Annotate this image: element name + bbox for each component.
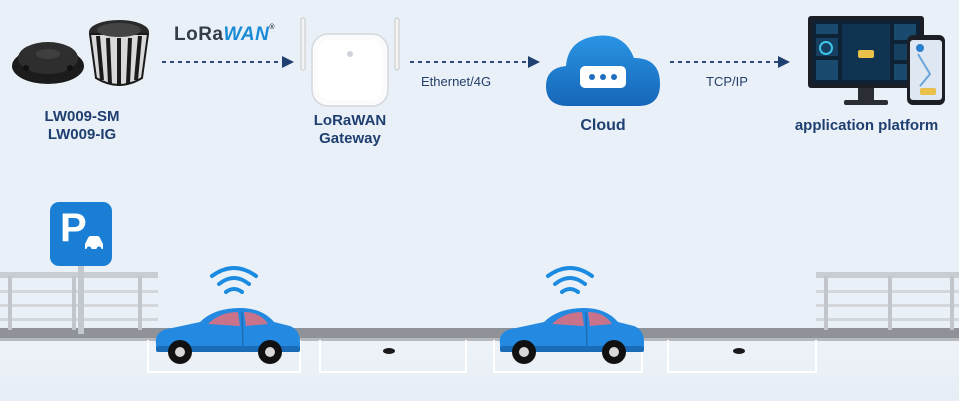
road-stud-icon xyxy=(733,348,745,354)
smartphone-map-icon xyxy=(907,35,945,105)
sensor-model-1: LW009-SM xyxy=(44,108,120,125)
lorawan-logo: LoRaWAN® xyxy=(174,24,275,45)
parking-slots xyxy=(147,340,817,373)
gateway-label: LoRaWAN Gateway xyxy=(290,112,410,148)
cloud-server-icon xyxy=(546,35,660,106)
app-platform-label: application platform xyxy=(794,117,939,134)
road-edge xyxy=(0,328,959,341)
link-ethernet-4g: Ethernet/4G xyxy=(421,74,492,89)
cloud-label: Cloud xyxy=(580,117,626,134)
road-stud-icon xyxy=(383,348,395,354)
link-tcp-ip: TCP/IP xyxy=(706,74,748,89)
wifi-signal-icon xyxy=(210,266,258,294)
parking-sign-pole xyxy=(78,266,84,334)
sensors-label: LW009-SM LW009-IG xyxy=(22,108,142,144)
arrow-gateway-to-cloud xyxy=(410,56,540,68)
car-icon xyxy=(499,308,644,364)
gateway-router-icon xyxy=(300,17,400,107)
parking-sign-letter: P xyxy=(60,206,87,250)
arrow-sensor-to-gateway xyxy=(162,56,294,68)
parking-sign: P xyxy=(50,202,112,266)
sensor-model-2: LW009-IG xyxy=(47,126,117,143)
sensor-puck-icon xyxy=(12,42,84,84)
wifi-signal-icon xyxy=(546,266,594,294)
gateway-line-2: Gateway xyxy=(319,130,381,147)
car-icon xyxy=(155,308,300,364)
sensor-cage-icon xyxy=(88,20,150,86)
parking-car-icon xyxy=(85,236,103,252)
fence-right-icon xyxy=(816,272,959,330)
gateway-line-1: LoRaWAN xyxy=(313,112,387,129)
arrow-cloud-to-app xyxy=(670,56,790,68)
monitor-dashboard-icon xyxy=(808,16,924,105)
